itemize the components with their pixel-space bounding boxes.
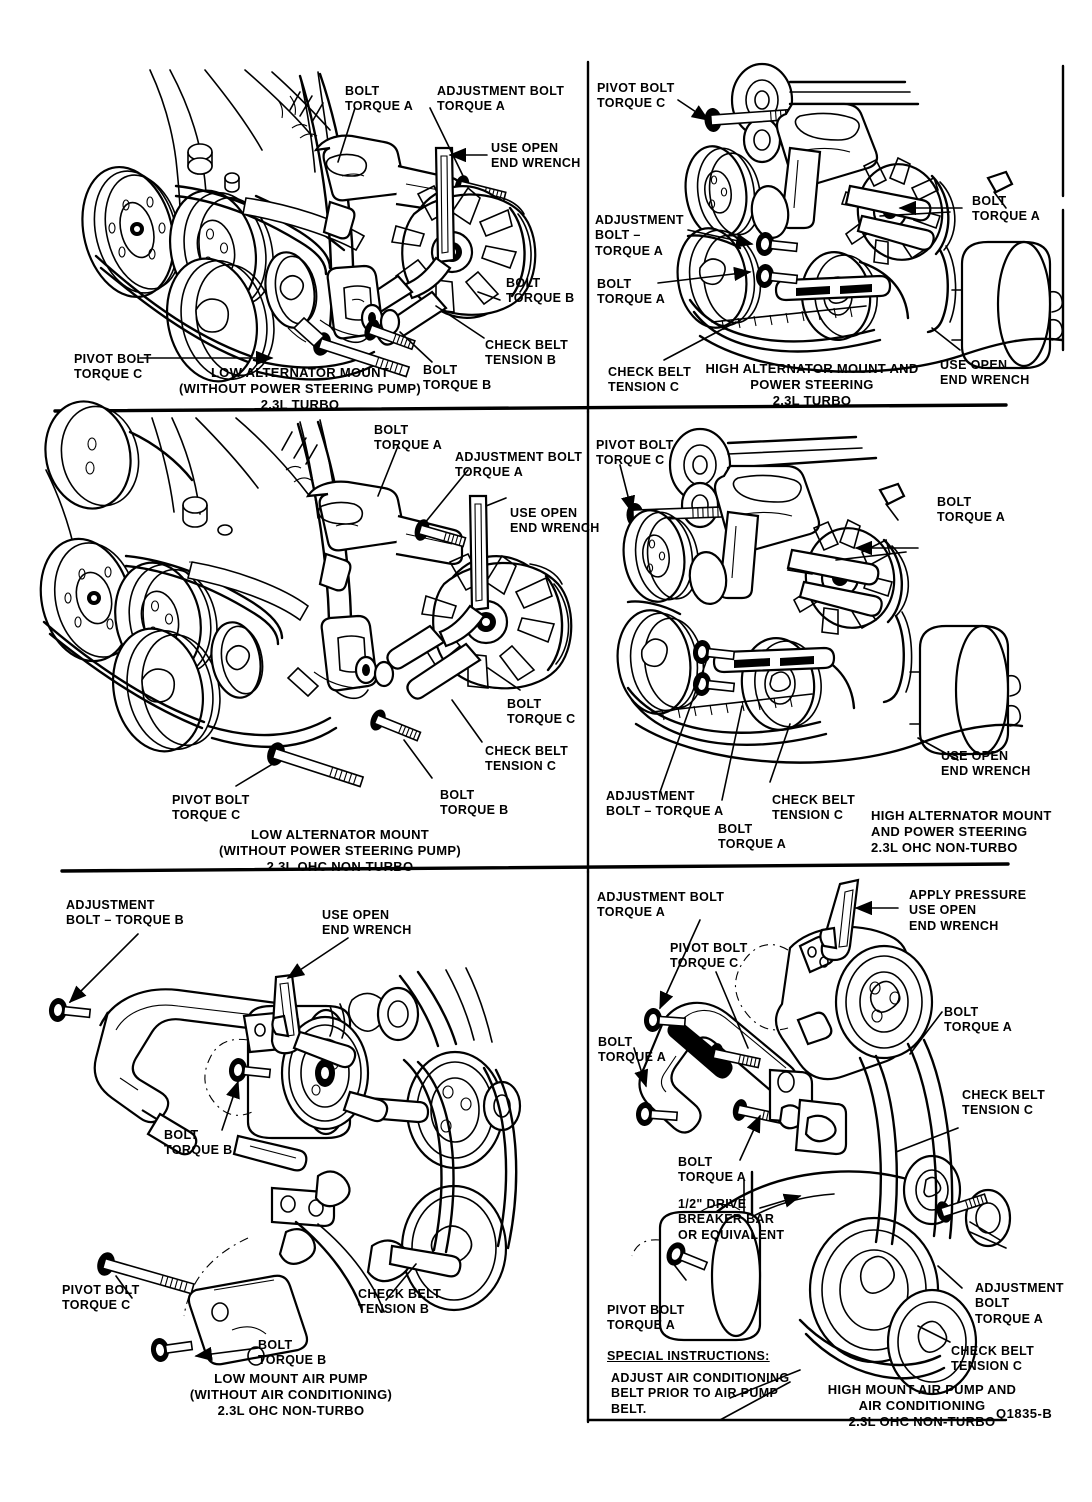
label-tr-bolt-torque-a-left: BOLT TORQUE A — [597, 277, 666, 307]
special-instructions-heading: SPECIAL INSTRUCTIONS: — [607, 1349, 770, 1363]
label-mr-adjustment-bolt-torque-a: ADJUSTMENT BOLT – TORQUE A — [606, 789, 724, 819]
caption-top-right-line1: HIGH ALTERNATOR MOUNT AND — [705, 361, 919, 376]
caption-top-left-line1: LOW ALTERNATOR MOUNT — [210, 365, 390, 380]
art-bottom-left — [46, 933, 522, 1366]
special-instructions-body: ADJUST AIR CONDITIONING BELT PRIOR TO AI… — [611, 1371, 790, 1416]
caption-bottom-right-line2: AIR CONDITIONING — [858, 1398, 986, 1413]
label-tr-use-open-end-wrench: USE OPEN END WRENCH — [940, 358, 1030, 388]
caption-mid-right-line3: 2.3L OHC NON-TURBO — [871, 840, 1018, 855]
label-br-bolt-torque-a-left: BOLT TORQUE A — [598, 1035, 667, 1065]
label-bolt-torque-b-lower: BOLT TORQUE B — [423, 363, 492, 393]
caption-mid-left-line2: (WITHOUT POWER STEERING PUMP) — [219, 843, 461, 858]
label-mr-check-belt-tension-c: CHECK BELT TENSION C — [772, 793, 856, 823]
label-tr-check-belt-tension-c: CHECK BELT TENSION C — [608, 365, 692, 395]
label-ml-bolt-torque-c: BOLT TORQUE C — [507, 697, 576, 727]
label-bl-bolt-torque-b-mid: BOLT TORQUE B — [164, 1128, 233, 1158]
caption-top-right-line3: 2.3L TURBO — [772, 393, 852, 408]
label-bl-adjustment-bolt-torque-b: ADJUSTMENT BOLT – TORQUE B — [66, 898, 184, 928]
label-br-bolt-torque-a-mid: BOLT TORQUE A — [678, 1155, 747, 1185]
label-bolt-torque-b-right: BOLT TORQUE B — [506, 276, 575, 306]
figure-id-code: Q1835-B — [996, 1406, 1053, 1421]
label-mr-bolt-torque-a-lower: BOLT TORQUE A — [718, 822, 787, 852]
label-mr-pivot-bolt-torque-c: PIVOT BOLT TORQUE C — [596, 438, 674, 468]
art-mid-left — [39, 400, 573, 795]
label-check-belt-tension-b: CHECK BELT TENSION B — [485, 338, 569, 368]
label-ml-check-belt-tension-c: CHECK BELT TENSION C — [485, 744, 569, 774]
divider-row1 — [53, 403, 1008, 413]
art-mid-right — [616, 427, 1024, 801]
label-bl-check-belt-tension-b: CHECK BELT TENSION B — [358, 1287, 442, 1317]
label-use-open-end-wrench: USE OPEN END WRENCH — [491, 141, 581, 171]
caption-bottom-right-line1: HIGH MOUNT AIR PUMP AND — [827, 1382, 1017, 1397]
label-bl-pivot-bolt-torque-c: PIVOT BOLT TORQUE C — [62, 1283, 140, 1313]
caption-mid-left-line3: 2.3L OHC NON-TURBO — [266, 859, 414, 874]
label-br-adjustment-bolt-torque-a-top: ADJUSTMENT BOLT TORQUE A — [597, 890, 725, 920]
label-adjustment-bolt-torque-a: ADJUSTMENT BOLT TORQUE A — [437, 84, 565, 114]
art-top-right — [657, 62, 1064, 373]
label-mr-use-open-end-wrench: USE OPEN END WRENCH — [941, 749, 1031, 779]
caption-mid-right-line1: HIGH ALTERNATOR MOUNT — [871, 808, 1052, 823]
label-bolt-torque-a: BOLT TORQUE A — [345, 84, 414, 114]
caption-top-left-line3: 2.3L TURBO — [260, 397, 340, 412]
caption-bottom-left-line1: LOW MOUNT AIR PUMP — [214, 1371, 368, 1386]
caption-bottom-left-line2: (WITHOUT AIR CONDITIONING) — [189, 1387, 393, 1402]
label-br-adjustment-bolt-torque-a-right: ADJUSTMENT BOLT TORQUE A — [975, 1281, 1064, 1326]
label-bl-use-open-end-wrench: USE OPEN END WRENCH — [322, 908, 412, 938]
caption-mid-left-line1: LOW ALTERNATOR MOUNT — [250, 827, 430, 842]
label-tr-bolt-torque-a-right: BOLT TORQUE A — [972, 194, 1041, 224]
caption-top-left-line2: (WITHOUT POWER STEERING PUMP) — [179, 381, 421, 396]
caption-mid-right-line2: AND POWER STEERING — [871, 824, 1028, 839]
label-bl-bolt-torque-b-lower: BOLT TORQUE B — [258, 1338, 327, 1368]
caption-top-right-line2: POWER STEERING — [750, 377, 874, 392]
divider-row2 — [60, 862, 1010, 873]
art-top-left — [81, 69, 537, 385]
label-ml-adjustment-bolt-torque-a: ADJUSTMENT BOLT TORQUE A — [455, 450, 583, 480]
label-pivot-bolt-torque-c: PIVOT BOLT TORQUE C — [74, 352, 152, 382]
label-br-bolt-torque-a-right: BOLT TORQUE A — [944, 1005, 1013, 1035]
caption-bottom-left-line3: 2.3L OHC NON-TURBO — [217, 1403, 365, 1418]
label-br-apply-pressure: APPLY PRESSURE USE OPEN END WRENCH — [909, 888, 1027, 933]
label-ml-bolt-torque-a: BOLT TORQUE A — [374, 423, 443, 453]
label-ml-pivot-bolt-torque-c: PIVOT BOLT TORQUE C — [172, 793, 250, 823]
label-br-check-belt-tension-c-upper: CHECK BELT TENSION C — [962, 1088, 1046, 1118]
label-mr-bolt-torque-a-right: BOLT TORQUE A — [937, 495, 1006, 525]
label-tr-pivot-bolt-torque-c: PIVOT BOLT TORQUE C — [597, 81, 675, 111]
label-ml-bolt-torque-b: BOLT TORQUE B — [440, 788, 509, 818]
label-br-pivot-bolt-torque-c: PIVOT BOLT TORQUE C — [670, 941, 748, 971]
caption-bottom-right-line3: 2.3L OHC NON-TURBO — [848, 1414, 996, 1429]
label-br-pivot-bolt-torque-a: PIVOT BOLT TORQUE A — [607, 1303, 685, 1333]
label-tr-adjustment-bolt-torque-a: ADJUSTMENT BOLT – TORQUE A — [595, 213, 684, 258]
label-ml-use-open-end-wrench: USE OPEN END WRENCH — [510, 506, 600, 536]
label-br-breaker-bar: 1/2" DRIVE BREAKER BAR OR EQUIVALENT — [678, 1197, 785, 1242]
art-bottom-right — [631, 878, 1012, 1421]
label-br-check-belt-tension-c-lower: CHECK BELT TENSION C — [951, 1344, 1035, 1374]
